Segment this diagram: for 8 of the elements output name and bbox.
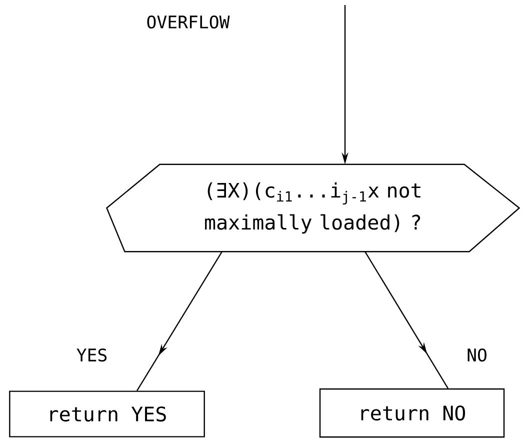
edge-label: YES [76,348,106,362]
arrow [364,251,449,389]
decision-hexagon: (∃X)(c$_{i1}$...i$_{j-1}$x not maximally loaded) ? [106,164,520,252]
process-box: return NO [319,388,505,438]
arrow [136,251,223,392]
edge-label: NO [468,348,486,362]
entry-label: OVERFLOW [147,15,230,29]
process-box: return YES [9,390,205,438]
